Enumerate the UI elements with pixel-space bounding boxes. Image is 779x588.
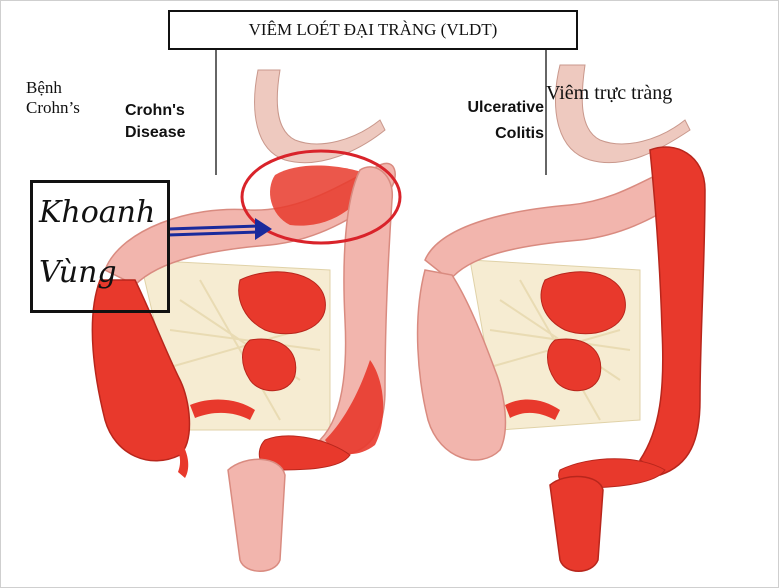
label-line: Crohn's	[125, 100, 186, 122]
diagram-title: VIÊM LOÉT ĐẠI TRÀNG (VLDT)	[168, 10, 578, 50]
callout-box: Khoanh Vùng	[30, 180, 170, 313]
callout-line-2: Vùng	[39, 255, 117, 290]
label-line: Bệnh	[26, 78, 80, 98]
label-line: Crohn’s	[26, 98, 80, 118]
label-crohns-disease: Crohn's Disease	[125, 100, 186, 144]
label-line: Ulcerative	[440, 95, 544, 121]
label-benh-crohns: Bệnh Crohn’s	[26, 78, 80, 118]
label-line: Disease	[125, 122, 186, 144]
crohns-colon	[92, 70, 400, 571]
callout-line-1: Khoanh	[39, 195, 155, 230]
label-line: Colitis	[440, 121, 544, 147]
label-viem-truc-trang: Viêm trực tràng	[546, 82, 672, 105]
title-text: VIÊM LOÉT ĐẠI TRÀNG (VLDT)	[249, 20, 498, 40]
label-ulcerative-colitis: Ulcerative Colitis	[440, 95, 544, 147]
